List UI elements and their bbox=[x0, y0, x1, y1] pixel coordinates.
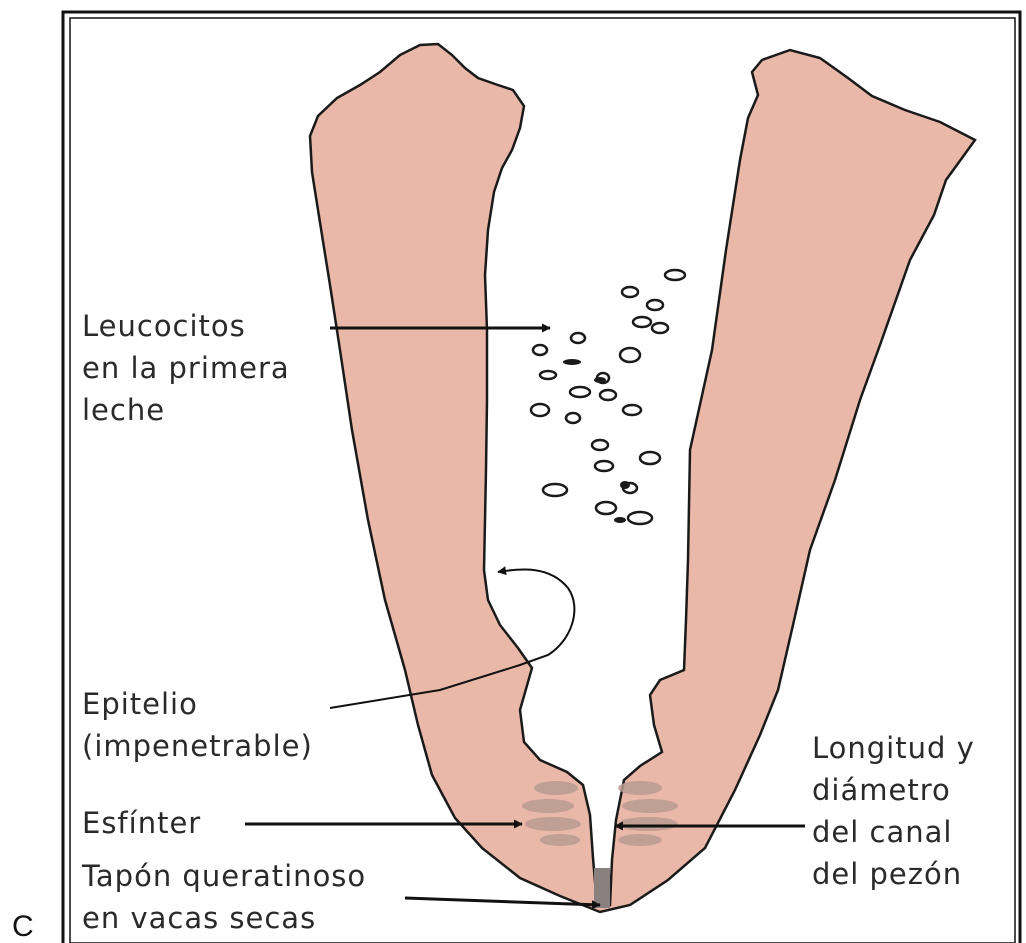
label-epitelio: Epitelio (impenetrable) bbox=[82, 687, 313, 763]
svg-text:del canal: del canal bbox=[812, 815, 952, 849]
svg-text:en la primera: en la primera bbox=[82, 351, 290, 385]
leucocytes-cluster bbox=[531, 270, 685, 524]
svg-text:Tapón queratinoso: Tapón queratinoso bbox=[81, 859, 366, 893]
svg-text:Epitelio: Epitelio bbox=[82, 687, 198, 721]
keratin-plug bbox=[594, 868, 610, 908]
svg-text:Longitud y: Longitud y bbox=[812, 731, 975, 765]
label-esfinter: Esfínter bbox=[82, 806, 201, 840]
svg-text:en vacas secas: en vacas secas bbox=[82, 901, 316, 935]
svg-text:(impenetrable): (impenetrable) bbox=[82, 729, 313, 763]
svg-text:leche: leche bbox=[82, 393, 165, 427]
label-leucocitos: Leucocitos en la primera leche bbox=[82, 309, 290, 427]
label-canal: Longitud y diámetro del canal del pezón bbox=[812, 731, 975, 891]
svg-text:del pezón: del pezón bbox=[812, 857, 962, 891]
panel-letter: C bbox=[12, 910, 34, 943]
svg-text:Leucocitos: Leucocitos bbox=[82, 309, 246, 343]
svg-text:diámetro: diámetro bbox=[812, 773, 951, 807]
label-tapon: Tapón queratinoso en vacas secas bbox=[81, 859, 366, 935]
